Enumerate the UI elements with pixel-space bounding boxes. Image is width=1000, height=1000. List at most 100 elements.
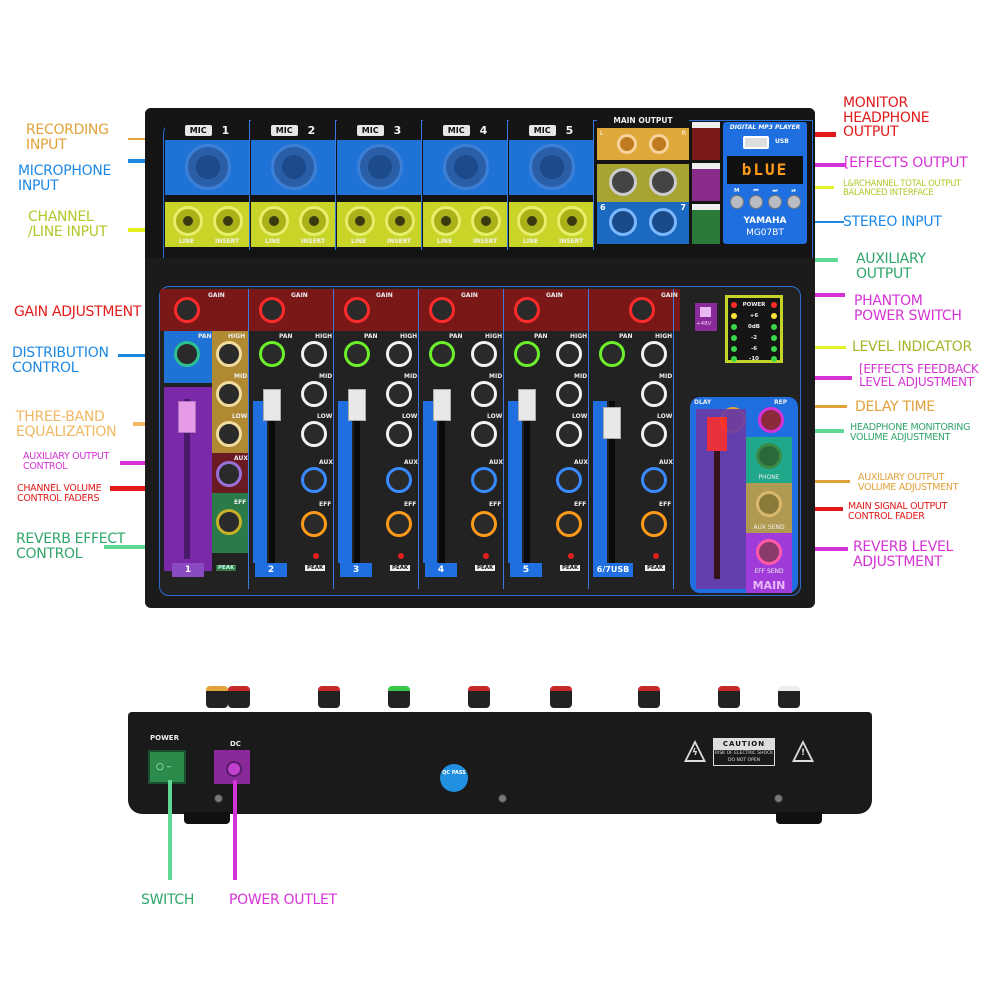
eff-label: EFF <box>489 501 502 508</box>
insert-jack[interactable] <box>299 206 329 236</box>
low-eq-knob[interactable] <box>556 421 582 447</box>
channel-fader-1[interactable] <box>178 401 196 433</box>
low-eq-knob[interactable] <box>471 421 497 447</box>
insert-jack[interactable] <box>213 206 243 236</box>
phantom-power-button[interactable] <box>700 307 711 317</box>
line-input-jack[interactable] <box>345 206 375 236</box>
low-eq-knob[interactable] <box>641 421 667 447</box>
usb-port[interactable] <box>743 136 769 149</box>
high-eq-knob[interactable] <box>471 341 497 367</box>
meter-power-label: POWER <box>742 302 766 308</box>
line-input-jack[interactable] <box>517 206 547 236</box>
mid-eq-knob[interactable] <box>556 381 582 407</box>
effects-output-jack[interactable] <box>692 163 720 201</box>
high-eq-knob[interactable] <box>301 341 327 367</box>
gain-knob[interactable] <box>259 297 285 323</box>
channel-fader-3[interactable] <box>348 389 366 421</box>
stereo-left-jack[interactable] <box>609 208 637 236</box>
mid-eq-knob[interactable] <box>216 381 242 407</box>
aux-knob[interactable] <box>471 467 497 493</box>
line-input-jack[interactable] <box>431 206 461 236</box>
rca-left-jack[interactable] <box>617 134 637 154</box>
gain-knob[interactable] <box>429 297 455 323</box>
mp3-next-button[interactable] <box>767 195 782 209</box>
eff-send-knob[interactable] <box>756 539 782 565</box>
channel-fader-5[interactable] <box>518 389 536 421</box>
pan-knob[interactable] <box>259 341 285 367</box>
aux-send-jack[interactable] <box>692 204 720 244</box>
aux-knob[interactable] <box>556 467 582 493</box>
eff-knob[interactable] <box>216 509 242 535</box>
rca-right-jack[interactable] <box>649 134 669 154</box>
leader-power-outlet <box>233 780 237 880</box>
high-eq-knob[interactable] <box>386 341 412 367</box>
channel-fader-4[interactable] <box>433 389 451 421</box>
mid-eq-knob[interactable] <box>471 381 497 407</box>
aux-send-knob[interactable] <box>756 491 782 517</box>
xlr-input-jack[interactable] <box>529 144 575 190</box>
high-eq-knob[interactable] <box>216 341 242 367</box>
eff-knob[interactable] <box>386 511 412 537</box>
pan-knob[interactable] <box>599 341 625 367</box>
insert-jack[interactable] <box>471 206 501 236</box>
mid-eq-knob[interactable] <box>301 381 327 407</box>
phones-header <box>692 122 720 128</box>
headphone-output-jack[interactable] <box>692 122 720 160</box>
mp3-mode-button[interactable] <box>729 195 744 209</box>
gain-knob[interactable] <box>344 297 370 323</box>
high-label: HIGH <box>485 333 503 340</box>
low-eq-knob[interactable] <box>386 421 412 447</box>
eff-knob[interactable] <box>641 511 667 537</box>
eff-knob[interactable] <box>471 511 497 537</box>
aux-knob[interactable] <box>386 467 412 493</box>
eff-knob[interactable] <box>301 511 327 537</box>
main-out-left-jack[interactable] <box>609 168 637 196</box>
mid-eq-knob[interactable] <box>641 381 667 407</box>
insert-jack[interactable] <box>385 206 415 236</box>
gain-knob[interactable] <box>514 297 540 323</box>
channel-fader-2[interactable] <box>263 389 281 421</box>
line-input-jack[interactable] <box>173 206 203 236</box>
gain-knob[interactable] <box>174 297 200 323</box>
pan-knob[interactable] <box>174 341 200 367</box>
xlr-input-jack[interactable] <box>185 144 231 190</box>
label-power-outlet: POWER OUTLET <box>229 892 337 908</box>
mp3-prev-button[interactable] <box>748 195 763 209</box>
high-eq-knob[interactable] <box>641 341 667 367</box>
main-fader[interactable] <box>707 417 727 451</box>
gain-band <box>160 289 680 331</box>
fader-track <box>439 401 445 563</box>
meter-led <box>771 356 777 362</box>
caution-line-2: DO NOT OPEN <box>728 758 760 763</box>
channel-fader-6-7[interactable] <box>603 407 621 439</box>
aux-header <box>692 204 720 210</box>
aux-knob[interactable] <box>216 461 242 487</box>
xlr-input-jack[interactable] <box>271 144 317 190</box>
mp3-play-pause-button[interactable] <box>786 195 801 209</box>
line-input-jack[interactable] <box>259 206 289 236</box>
dc-power-jack[interactable] <box>214 750 250 784</box>
xlr-input-jack[interactable] <box>357 144 403 190</box>
aux-knob[interactable] <box>641 467 667 493</box>
pan-knob[interactable] <box>344 341 370 367</box>
knob-top <box>778 686 800 708</box>
phone-volume-knob[interactable] <box>756 443 782 469</box>
high-eq-knob[interactable] <box>556 341 582 367</box>
xlr-input-jack[interactable] <box>443 144 489 190</box>
stereo-right-jack[interactable] <box>649 208 677 236</box>
power-switch[interactable]: ○ – <box>148 750 186 784</box>
pan-knob[interactable] <box>514 341 540 367</box>
peak-label: PEAK <box>216 565 237 571</box>
low-eq-knob[interactable] <box>216 421 242 447</box>
repeat-feedback-knob[interactable] <box>758 407 784 433</box>
pan-knob[interactable] <box>429 341 455 367</box>
low-eq-knob[interactable] <box>301 421 327 447</box>
eff-knob[interactable] <box>556 511 582 537</box>
gain-knob[interactable] <box>629 297 655 323</box>
insert-jack[interactable] <box>557 206 587 236</box>
mid-eq-knob[interactable] <box>386 381 412 407</box>
channel-number: 1 <box>172 563 204 577</box>
aux-knob[interactable] <box>301 467 327 493</box>
main-out-right-jack[interactable] <box>649 168 677 196</box>
